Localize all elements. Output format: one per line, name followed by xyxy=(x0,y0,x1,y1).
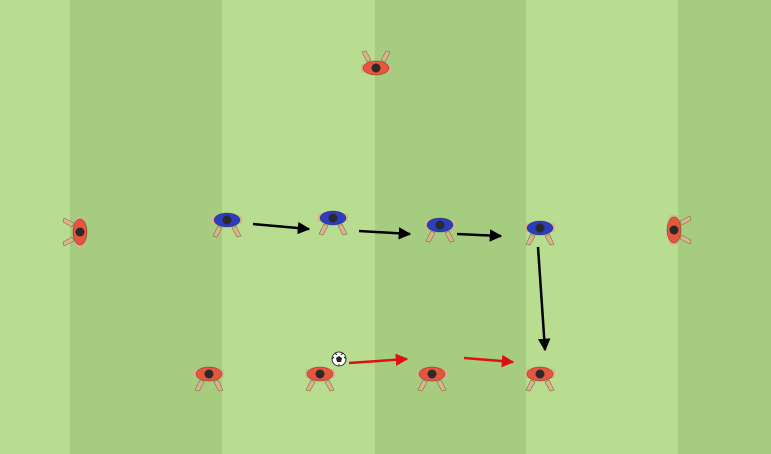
pitch-stripe-dark xyxy=(70,0,222,454)
player-red-1 xyxy=(361,50,391,76)
pass-arrow-6 xyxy=(463,354,515,368)
players xyxy=(62,50,692,392)
movement-arrow-2 xyxy=(358,227,412,240)
player-red-8 xyxy=(194,366,224,392)
player-red-11 xyxy=(525,366,555,392)
movement-arrows xyxy=(252,221,551,368)
player-red-10 xyxy=(417,366,447,392)
pass-arrow-5 xyxy=(348,353,409,367)
pitch-stripe-dark xyxy=(678,0,771,454)
player-blue-4 xyxy=(212,212,242,238)
movement-arrow-3 xyxy=(456,229,503,242)
player-blue-6 xyxy=(425,217,455,243)
pitch-stripe-light xyxy=(0,0,70,454)
player-blue-7 xyxy=(525,220,555,246)
player-red-2 xyxy=(62,217,88,247)
ball-layer xyxy=(331,351,347,367)
player-red-9 xyxy=(305,366,335,392)
player-red-3 xyxy=(666,215,692,245)
movement-arrow-1 xyxy=(252,221,311,235)
movement-arrow-4 xyxy=(536,246,551,352)
soccer-ball-icon xyxy=(331,351,347,367)
player-blue-5 xyxy=(318,210,348,236)
